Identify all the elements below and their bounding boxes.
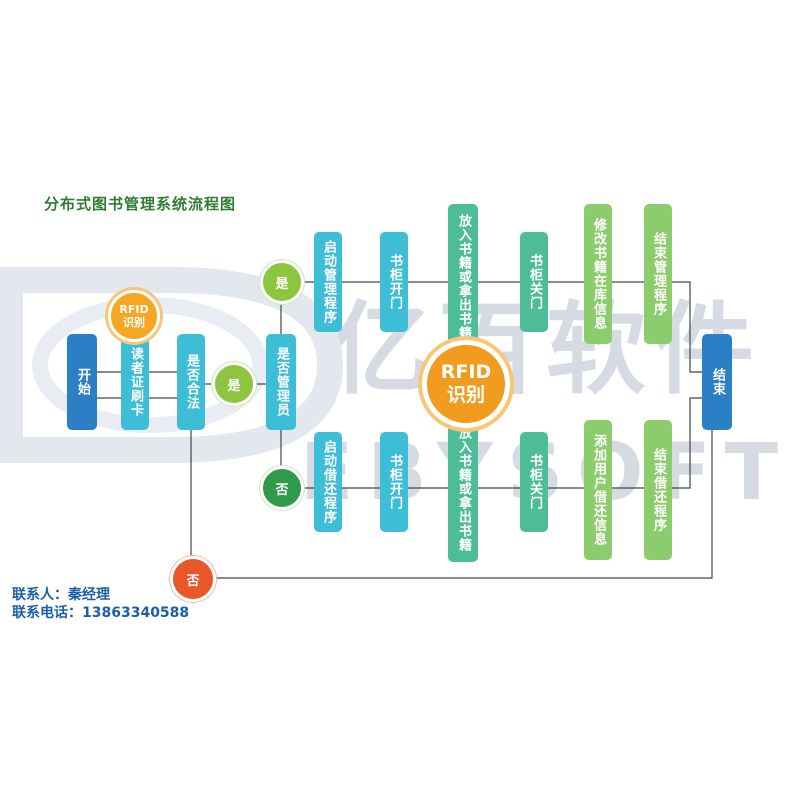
swipe-card-label: 读者证刷卡 (128, 347, 143, 417)
admin-end-label: 结束管理程序 (651, 232, 666, 316)
admin-books-label: 放入书籍或拿出书籍 (456, 214, 471, 340)
connector-card-legal (149, 371, 177, 399)
admin-check-label: 是否管理员 (274, 347, 289, 417)
admin-close-node: 书柜关门 (520, 232, 548, 332)
legal-check-label: 是否合法 (184, 354, 199, 410)
connector-bottom-row (300, 397, 702, 489)
end-node-label: 结束 (710, 368, 725, 396)
start-node-label: 开始 (75, 368, 90, 396)
admin-books-node: 放入书籍或拿出书籍 (448, 204, 478, 350)
rfid-small-line1: RFID (119, 303, 149, 316)
admin-open-node: 书柜开门 (380, 232, 408, 332)
borrow-start-label: 启动借还程序 (321, 440, 336, 524)
borrow-close-node: 书柜关门 (520, 432, 548, 532)
legal-check-node: 是否合法 (177, 334, 205, 430)
borrow-start-node: 启动借还程序 (314, 432, 342, 532)
borrow-add-label: 添加用户借还信息 (591, 434, 606, 546)
admin-end-node: 结束管理程序 (644, 204, 672, 344)
contact-person: 联系人：秦经理 (12, 587, 110, 603)
borrow-open-label: 书柜开门 (387, 454, 402, 510)
admin-check-node: 是否管理员 (266, 334, 296, 430)
rfid-badge-large: RFID 识别 (422, 340, 510, 428)
diagram-title: 分布式图书管理系统流程图 (44, 195, 237, 213)
borrow-open-node: 书柜开门 (380, 432, 408, 532)
watermark-logo-shape (0, 267, 344, 463)
borrow-books-label: 放入书籍或拿出书籍 (456, 426, 471, 552)
connector-top-row (300, 281, 702, 373)
borrow-books-node: 放入书籍或拿出书籍 (448, 416, 478, 562)
rfid-small-line2: 识别 (123, 316, 145, 329)
admin-open-label: 书柜开门 (387, 254, 402, 310)
contact-phone: 联系电话：13863340588 (12, 605, 190, 621)
borrow-end-node: 结束借还程序 (644, 420, 672, 560)
admin-start-node: 启动管理程序 (314, 232, 342, 332)
borrow-add-node: 添加用户借还信息 (584, 420, 612, 560)
legal-yes-decision: 是 (212, 362, 256, 406)
rfid-big-line1: RFID (440, 361, 492, 383)
admin-close-label: 书柜关门 (527, 254, 542, 310)
rfid-badge-small: RFID 识别 (108, 290, 160, 342)
borrow-close-label: 书柜关门 (527, 454, 542, 510)
connector-reject-path (190, 430, 713, 579)
end-node: 结束 (702, 334, 732, 430)
rfid-big-line2: 识别 (446, 384, 485, 406)
connector-start-card (97, 371, 121, 399)
borrow-end-label: 结束借还程序 (651, 448, 666, 532)
legal-no-decision: 否 (170, 556, 216, 602)
start-node: 开始 (67, 334, 97, 430)
admin-start-label: 启动管理程序 (321, 240, 336, 324)
admin-modify-node: 修改书籍在库信息 (584, 204, 612, 344)
swipe-card-node: 读者证刷卡 (121, 334, 149, 430)
admin-modify-label: 修改书籍在库信息 (591, 218, 606, 330)
admin-yes-decision: 是 (260, 260, 304, 304)
admin-no-decision: 否 (260, 466, 304, 510)
